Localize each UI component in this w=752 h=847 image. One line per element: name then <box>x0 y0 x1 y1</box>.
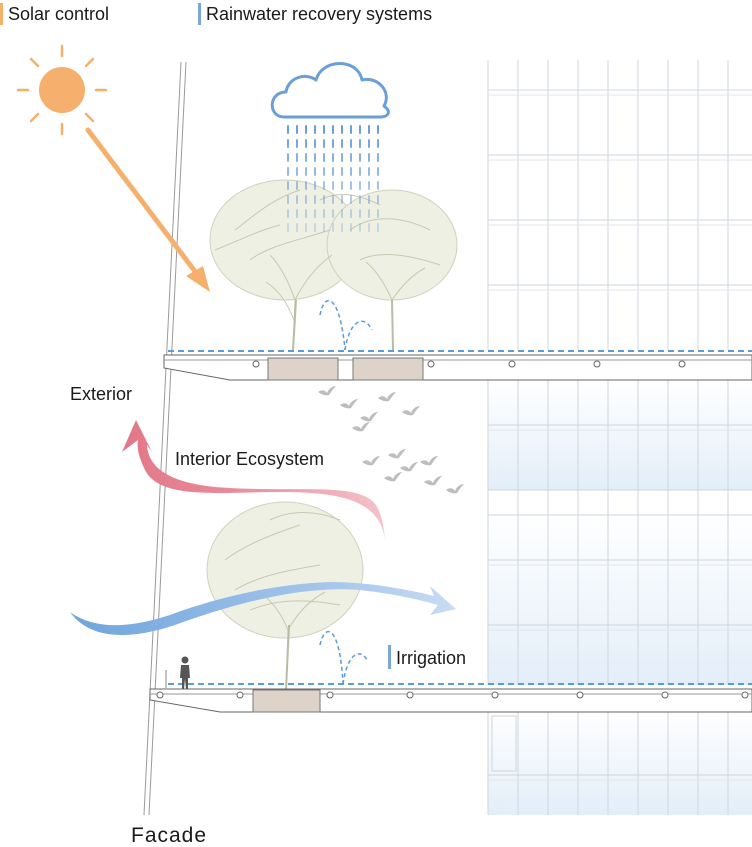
person-icon <box>180 656 190 689</box>
glass-facade-upper <box>487 60 752 350</box>
bird-icon <box>318 386 464 494</box>
glass-facade-lower <box>487 710 752 815</box>
legend-swatch-rain <box>198 3 201 25</box>
sun-icon <box>16 44 108 136</box>
sun-ray-arrow <box>85 127 210 292</box>
rain-icon <box>287 125 379 232</box>
cloud-icon <box>270 62 390 119</box>
tree-icon <box>209 179 458 351</box>
label-interior-ecosystem: Interior Ecosystem <box>175 449 325 469</box>
warm-air-flow-arrow <box>122 420 385 540</box>
irrigation-marker <box>388 645 391 669</box>
lower-floor-slab <box>149 688 752 713</box>
upper-floor-slab <box>163 354 752 381</box>
legend-rainwater-recovery: Rainwater recovery systems <box>206 4 433 24</box>
irrigation-spray-upper <box>319 299 373 351</box>
label-irrigation: Irrigation <box>396 648 467 668</box>
cool-air-flow-arrow <box>70 582 456 635</box>
glass-facade-middle <box>487 380 752 685</box>
tree-icon <box>206 501 364 691</box>
legend-solar-control: Solar control <box>8 4 110 24</box>
label-exterior: Exterior <box>70 384 133 404</box>
label-facade: Facade <box>131 824 208 847</box>
legend-swatch-solar <box>0 3 3 25</box>
irrigation-spray-lower <box>319 631 369 685</box>
